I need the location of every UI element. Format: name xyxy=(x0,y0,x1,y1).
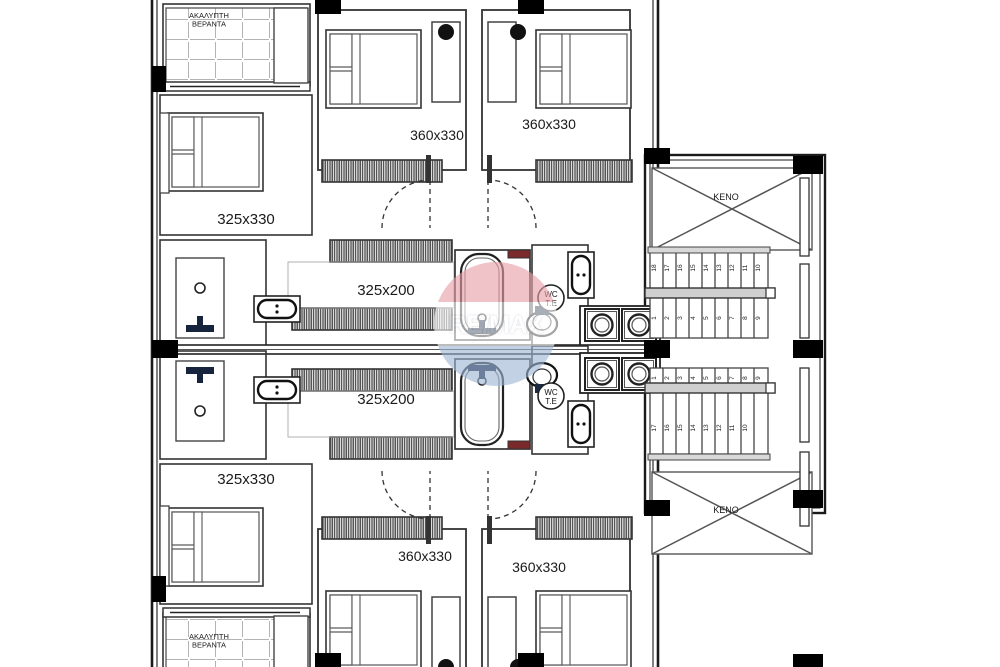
wc-label-line2: T.E xyxy=(545,299,557,308)
room-label-line2: ΒΕΡΑΝΤΑ xyxy=(192,20,226,29)
stair-tread-number: 17 xyxy=(651,424,658,432)
stair-tread-number: 18 xyxy=(651,264,658,272)
room-label-line2: ΒΕΡΑΝΤΑ xyxy=(192,641,226,650)
stair-tread-number: 11 xyxy=(742,264,749,271)
stair-tread-number: 10 xyxy=(742,424,749,432)
bedroom-top-left xyxy=(159,94,313,236)
stair-tread-number: 6 xyxy=(716,316,723,320)
stair-tread-number: 1 xyxy=(651,316,658,320)
room-label-text: 325x200 xyxy=(357,391,415,408)
room-label-text: 325x200 xyxy=(357,282,415,299)
appliances-top xyxy=(579,305,661,347)
stair-tread-number: 8 xyxy=(742,316,749,320)
corridor-bottom xyxy=(287,368,455,460)
right-glazing xyxy=(799,177,810,527)
door-swings-top xyxy=(381,155,537,229)
stair-tread-number: 14 xyxy=(703,264,710,272)
stair-tread-number: 12 xyxy=(716,424,723,432)
stair-tread-number: 1 xyxy=(651,376,658,380)
bedroom-top-center-right xyxy=(481,9,633,183)
room-label-bedroom-bc-right: 360x330 xyxy=(512,559,566,575)
room-label-text: 325x330 xyxy=(217,471,275,488)
wc-label-line2: T.E xyxy=(545,397,557,406)
stair-tread-number: 13 xyxy=(703,424,710,432)
void-bottom-area xyxy=(651,471,813,555)
room-label-text: 325x330 xyxy=(217,211,275,228)
room-label-text: ΚΕΝΟ xyxy=(713,192,739,202)
stair-tread-number: 5 xyxy=(703,376,710,380)
corridor-top xyxy=(287,239,455,331)
stair-tread-number: 7 xyxy=(729,316,736,320)
stair-tread-number: 2 xyxy=(664,316,671,320)
room-label-text: 360x330 xyxy=(398,548,452,564)
bath-left-bottom xyxy=(159,350,302,460)
stair-tread-number: 11 xyxy=(729,424,736,431)
room-label-line1: ΑΚΑΛΥΠΤΗ xyxy=(189,11,229,20)
wc-label-line1: WC xyxy=(544,388,558,397)
room-label-bedroom-bl: 325x330 xyxy=(217,471,275,488)
stair-tread-number: 10 xyxy=(755,264,762,272)
stair-tread-number: 9 xyxy=(755,316,762,320)
wc-marker-wc-bottom: WCT.E xyxy=(537,382,565,410)
room-label-bedroom-tl: 325x330 xyxy=(217,211,275,228)
stair-tread-number: 7 xyxy=(729,376,736,380)
stair-tread-number: 5 xyxy=(703,316,710,320)
stair-tread-number: 16 xyxy=(677,264,684,272)
stair-tread-number: 2 xyxy=(664,376,671,380)
room-label-corridor-top: 325x200 xyxy=(357,282,415,299)
room-label-bedroom-tc-left: 360x330 xyxy=(410,127,464,143)
room-label-text: 360x330 xyxy=(522,116,576,132)
stair-tread-number: 16 xyxy=(664,424,671,432)
stair-tread-number: 9 xyxy=(755,376,762,380)
bedroom-bottom-center-left xyxy=(317,516,467,667)
wc-label-line1: WC xyxy=(544,290,558,299)
unit-top xyxy=(159,3,661,354)
veranda-bottom xyxy=(162,607,311,667)
structural-columns xyxy=(152,0,823,667)
stair-tread-number: 4 xyxy=(690,316,697,320)
bedroom-bottom-center-right xyxy=(481,516,633,667)
staircase-upper xyxy=(644,246,776,339)
stair-tread-number: 3 xyxy=(677,316,684,320)
stair-tread-number: 15 xyxy=(690,264,697,272)
room-label-corridor-bottom: 325x200 xyxy=(357,391,415,408)
stair-tread-number: 3 xyxy=(677,376,684,380)
stair-tread-number: 17 xyxy=(664,264,671,272)
stair-tread-number: 8 xyxy=(742,376,749,380)
stair-tread-number: 6 xyxy=(716,376,723,380)
veranda-top xyxy=(162,3,311,92)
room-label-text: ΚΕΝΟ xyxy=(713,505,739,515)
stair-tread-number: 4 xyxy=(690,376,697,380)
door-swings-bottom xyxy=(381,470,537,544)
room-label-bedroom-tc-right: 360x330 xyxy=(522,116,576,132)
room-label-text: 360x330 xyxy=(512,559,566,575)
void-top-area xyxy=(651,167,813,251)
room-label-void-top: ΚΕΝΟ xyxy=(713,192,739,202)
bedroom-top-center-left xyxy=(317,9,467,183)
room-label-bedroom-bc-left: 360x330 xyxy=(398,548,452,564)
bath-left-top xyxy=(159,239,302,349)
stair-tread-number: 15 xyxy=(677,424,684,432)
room-label-void-bottom: ΚΕΝΟ xyxy=(713,505,739,515)
wc-marker-wc-top: WCT.E xyxy=(537,284,565,312)
staircase-lower xyxy=(644,367,776,461)
stair-tread-number: 13 xyxy=(716,264,723,272)
stair-tread-number: 12 xyxy=(729,264,736,272)
room-label-line1: ΑΚΑΛΥΠΤΗ xyxy=(189,632,229,641)
room-label-layer: ΑΚΑΛΥΠΤΗΒΕΡΑΝΤΑΑΚΑΛΥΠΤΗΒΕΡΑΝΤΑ325x330325… xyxy=(189,11,739,650)
stair-tread-number: 14 xyxy=(690,424,697,432)
room-label-text: 360x330 xyxy=(410,127,464,143)
